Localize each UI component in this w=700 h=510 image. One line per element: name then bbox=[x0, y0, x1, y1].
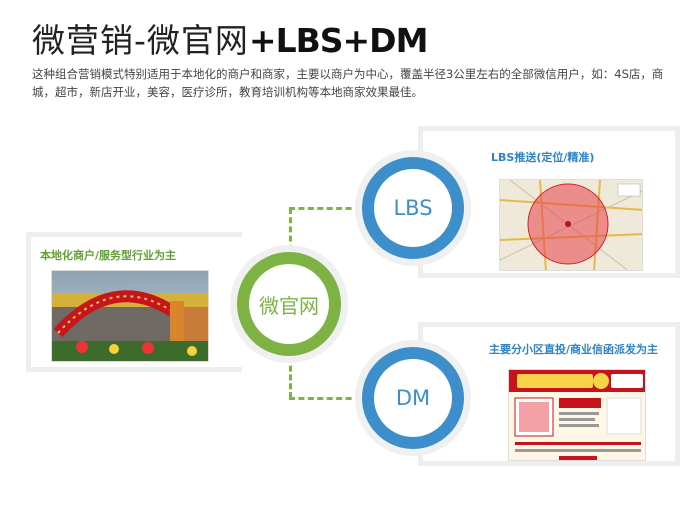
left-panel: 本地化商户/服务型行业为主 bbox=[26, 232, 242, 372]
storefront-image bbox=[52, 271, 208, 361]
center-inner: 微官网 bbox=[249, 264, 329, 344]
dm-circle: DM bbox=[355, 340, 471, 456]
connector-vertical-bottom bbox=[289, 348, 292, 398]
lbs-caption: LBS推送(定位/精准) bbox=[491, 151, 595, 164]
dm-flyer bbox=[508, 369, 646, 461]
lbs-label: LBS bbox=[393, 196, 433, 220]
page-title: 微营销-微官网 +LBS+DM bbox=[32, 14, 428, 60]
connector-bottom-horizontal bbox=[289, 397, 361, 400]
dm-ring: DM bbox=[362, 347, 464, 449]
lbs-map bbox=[499, 179, 643, 271]
center-ring: 微官网 bbox=[237, 252, 341, 356]
lbs-circle: LBS bbox=[355, 150, 471, 266]
left-panel-caption: 本地化商户/服务型行业为主 bbox=[40, 249, 177, 262]
storefront-photo bbox=[51, 270, 209, 362]
connector-top-horizontal bbox=[289, 207, 361, 210]
center-label: 微官网 bbox=[259, 293, 319, 318]
title-chinese: 微营销-微官网 bbox=[32, 21, 249, 60]
title-english: +LBS+DM bbox=[248, 21, 428, 60]
dm-label: DM bbox=[395, 386, 431, 410]
lbs-ring: LBS bbox=[362, 157, 464, 259]
center-circle: 微官网 bbox=[230, 245, 348, 363]
connector-vertical-top bbox=[289, 208, 292, 260]
map-image bbox=[500, 180, 642, 270]
dm-caption: 主要分小区直投/商业信函派发为主 bbox=[489, 343, 659, 356]
dm-inner: DM bbox=[374, 359, 452, 437]
lbs-inner: LBS bbox=[374, 169, 452, 247]
description-text: 这种组合营销模式特别适用于本地化的商户和商家，主要以商户为中心，覆盖半径3公里左… bbox=[32, 67, 664, 99]
flyer-image bbox=[509, 370, 645, 460]
